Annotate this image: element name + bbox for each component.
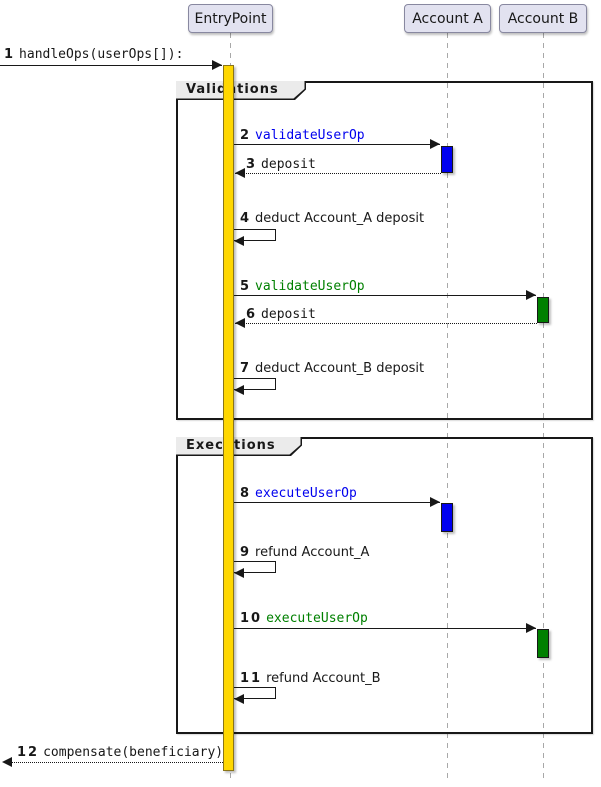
arrowhead-icon <box>526 623 536 633</box>
arrowhead-icon <box>430 497 440 507</box>
message-6-arrow <box>235 323 537 324</box>
participant-entrypoint: EntryPoint <box>188 4 273 33</box>
frame-validations <box>176 81 593 420</box>
frame-validations-tab: Validations <box>176 81 306 100</box>
message-5-arrow <box>234 295 536 296</box>
message-10-arrow <box>234 628 536 629</box>
message-1-arrow <box>0 65 222 66</box>
arrowhead-icon <box>234 694 244 704</box>
activation-account-a-execute <box>441 503 453 532</box>
frame-executions <box>176 437 593 734</box>
message-9-self-arrow <box>234 561 276 573</box>
arrowhead-icon <box>234 236 244 246</box>
message-3-arrow <box>235 173 441 174</box>
activation-account-a-validate <box>441 146 453 173</box>
participant-account-b: Account B <box>499 4 587 33</box>
arrowhead-icon <box>235 168 245 178</box>
arrowhead-icon <box>430 139 440 149</box>
message-12-arrow <box>4 762 223 763</box>
frame-executions-tab: Executions <box>176 437 302 456</box>
message-7-self-arrow <box>234 378 276 390</box>
participant-account-a: Account A <box>404 4 491 33</box>
participant-account-b-label: Account B <box>507 10 579 27</box>
activation-account-b-execute <box>537 629 549 658</box>
lifeline-account-b <box>543 33 544 780</box>
arrowhead-icon <box>526 290 536 300</box>
arrowhead-icon <box>2 757 12 767</box>
frame-validations-tab-fill: Validations <box>176 81 305 99</box>
message-2-arrow <box>234 144 440 145</box>
arrowhead-icon <box>234 568 244 578</box>
arrowhead-icon <box>235 318 245 328</box>
lifeline-account-a <box>447 33 448 780</box>
message-11-self-arrow <box>234 687 276 699</box>
frame-executions-tab-fill: Executions <box>176 437 301 455</box>
message-8-arrow <box>234 502 440 503</box>
activation-account-b-validate <box>537 297 549 323</box>
participant-account-a-label: Account A <box>412 10 483 27</box>
activation-entrypoint <box>223 65 234 771</box>
participant-entrypoint-label: EntryPoint <box>194 10 267 27</box>
arrowhead-icon <box>234 385 244 395</box>
arrowhead-icon <box>212 60 222 70</box>
message-4-self-arrow <box>234 229 276 241</box>
